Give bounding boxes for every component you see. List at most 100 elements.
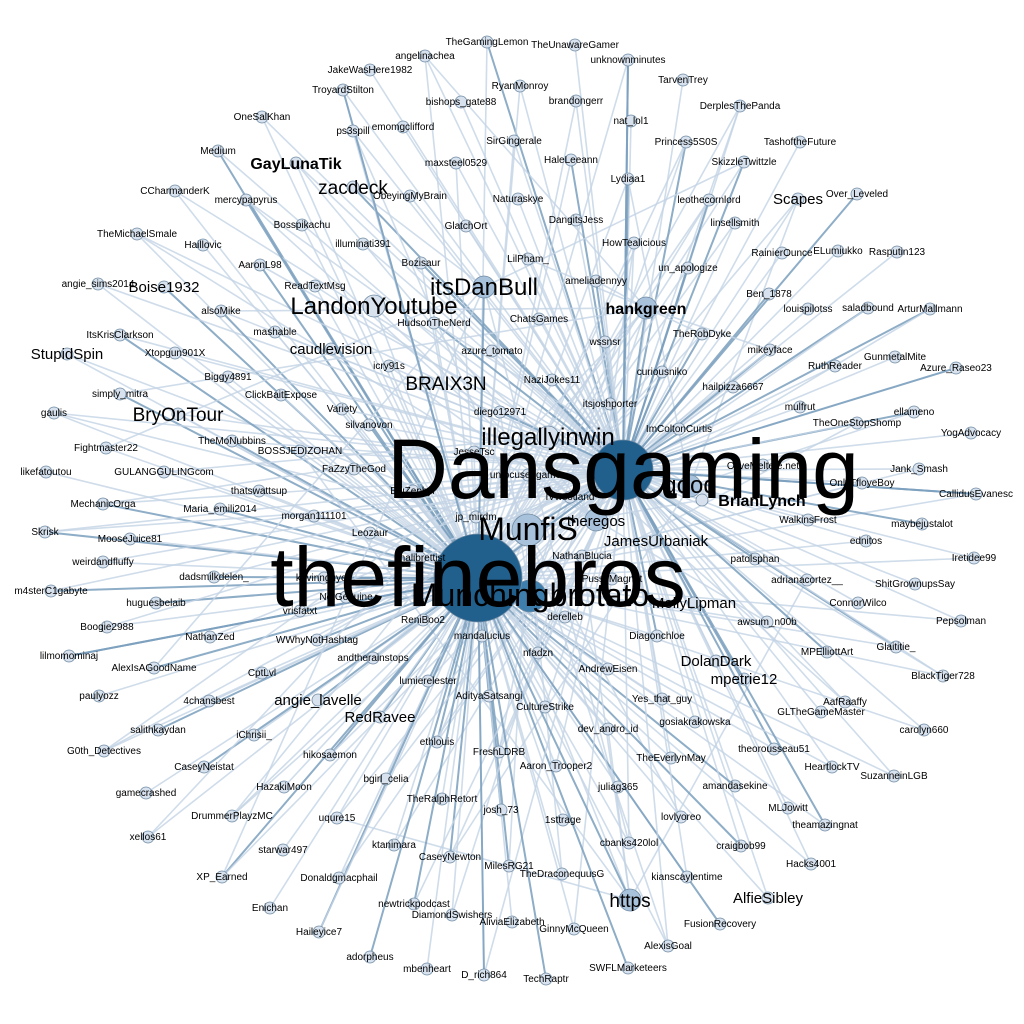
node-uqure15: [330, 811, 344, 825]
node-label-vrisfatxt: vrisfatxt: [283, 606, 318, 617]
node-label-HaleLeeann: HaleLeeann: [544, 155, 598, 166]
node-SuzanneinLGB: [887, 769, 901, 783]
node-label-louispilotss: louispilotss: [784, 304, 833, 315]
node-label-Lydiaa1: Lydiaa1: [611, 174, 646, 185]
edge-GlatchOrt-Dansgaming: [465, 225, 624, 471]
node-label-AlexIsAGoodName: AlexIsAGoodName: [111, 663, 196, 674]
node-maxsteel0529: [449, 156, 463, 170]
node-Enichan: [263, 901, 277, 915]
node-starwar497: [276, 843, 290, 857]
edge-GULANGGULINGcom-illegallyinwin: [163, 436, 549, 473]
node-label-Naturaskye: Naturaskye: [493, 194, 544, 205]
edge-Hacks4001-thefinebros: [477, 577, 812, 865]
node-JesseTsc: [467, 445, 481, 459]
node-HaleLeeann: [564, 153, 578, 167]
edge-TashoftheFuture-Dansgaming: [622, 141, 801, 471]
node-label-ClickBaitExpose: ClickBaitExpose: [245, 390, 318, 401]
node-vrisfatxt: [293, 604, 307, 618]
node-label-TroyardStilton: TroyardStilton: [312, 85, 374, 96]
node-ImColtonCurtis: [672, 422, 686, 436]
node-Leozaur: [363, 526, 377, 540]
node-label-salithkaydan: salithkaydan: [130, 725, 186, 736]
node-nat_lol1: [624, 114, 638, 128]
node-Variety: [335, 402, 349, 416]
edge-CultureStrike-Dansgaming: [544, 469, 624, 708]
edge-TroyardStilton-thefinebros: [342, 89, 479, 579]
node-label-ShitGrownupsSay: ShitGrownupsSay: [875, 579, 955, 590]
node-label-RedRavee: RedRavee: [345, 709, 416, 726]
node-jp_mirdm: [469, 510, 483, 524]
edge-louispilotss-Dansgaming: [622, 308, 809, 471]
node-Hacks4001: [804, 857, 818, 871]
node-label-wssnsr: wssnsr: [588, 337, 621, 348]
node-DerplesThePanda: [733, 99, 747, 113]
node-illuminati391: [356, 237, 370, 251]
node-label-mpetrie12: mpetrie12: [711, 671, 778, 688]
edge-AlexIsAGoodName-thefinebros: [153, 577, 479, 669]
node-label-patolsphan: patolsphan: [731, 554, 780, 565]
node-label-CptLvl: CptLvl: [248, 668, 276, 679]
node-LilPham_: [521, 252, 535, 266]
node-ps3spill: [346, 124, 360, 138]
node-label-G0th_Detectives: G0th_Detectives: [67, 746, 141, 757]
node-label-unfocusedgames: unfocusedgames: [490, 470, 566, 481]
node-label-Yes_that_guy: Yes_that_guy: [632, 694, 692, 705]
node-label-Jank_Smash: Jank_Smash: [890, 464, 948, 475]
node-label-good: good: [663, 472, 716, 499]
edge-Skrisk-good: [44, 485, 691, 533]
node-newtrickpodcast: [407, 897, 421, 911]
node-label-Iretidee99: Iretidee99: [952, 553, 997, 564]
node-Iretidee99: [967, 551, 981, 565]
node-label-josh_73: josh_73: [482, 805, 518, 816]
node-WalkinsFrost: [801, 513, 815, 527]
node-label-nfadzn: nfadzn: [523, 648, 553, 659]
node-label-ItsKrisClarkson: ItsKrisClarkson: [86, 330, 153, 341]
node-label-DerplesThePanda: DerplesThePanda: [700, 101, 781, 112]
node-Haileyice7: [312, 925, 326, 939]
edge-SirGingerale-Dansgaming: [513, 140, 624, 471]
node-hankgreen: [634, 296, 658, 320]
node-label-Haileyice7: Haileyice7: [296, 927, 343, 938]
edge-Donaldgmacphail-Dansgaming: [338, 469, 624, 879]
node-label-ConnorWilco: ConnorWilco: [829, 598, 887, 609]
node-label-Haillovic: Haillovic: [184, 240, 221, 251]
node-label-AlexisGoal: AlexisGoal: [644, 941, 692, 952]
node-label-LilPham_: LilPham_: [507, 254, 549, 265]
node-OliveMelt: [756, 458, 770, 472]
node-label-IVwsotland: IVwsotland: [546, 492, 595, 503]
node-gosiakrakowska: [688, 715, 702, 729]
node-label-YogAdvocacy: YogAdvocacy: [941, 428, 1001, 439]
node-label-CaseyNewton: CaseyNewton: [419, 852, 481, 863]
node-label-MPElliottArt: MPElliottArt: [801, 647, 853, 658]
node-label-TheEverlynMay: TheEverlynMay: [636, 753, 705, 764]
node-MPElliottArt: [820, 645, 834, 659]
node-label-hikosaemon: hikosaemon: [303, 750, 357, 761]
edge-ReadTextMsg-illegallyinwin: [314, 285, 549, 438]
node-BryOnTour: [171, 407, 185, 421]
node-GlatchOrt: [459, 219, 473, 233]
node-label-BlackTiger728: BlackTiger728: [911, 671, 975, 682]
node-huguesbelaib: [149, 596, 163, 610]
node-AlfieSibley: [761, 891, 775, 905]
edge-gaulis-MunfiS: [53, 412, 529, 531]
node-label-TheRobDyke: TheRobDyke: [673, 329, 732, 340]
node-label-azure_tomato: azure_tomato: [461, 346, 523, 357]
node-LandonYoutube: [362, 294, 386, 318]
node-label-gosiakrakowska: gosiakrakowska: [659, 717, 731, 728]
node-label-MooseJuice81: MooseJuice81: [98, 534, 163, 545]
edge-TechRaptr-thefinebros: [477, 577, 547, 980]
edge-adrianacortez-Dansgaming: [622, 469, 808, 581]
edge-https-thefinebros: [477, 577, 631, 901]
edge-lovlyoreo-thefinebros: [477, 577, 682, 818]
node-label-caudlevision: caudlevision: [290, 341, 373, 358]
node-label-ELumiukko: ELumiukko: [813, 246, 863, 257]
node-ellameno: [907, 405, 921, 419]
node-TheRalphRetort: [435, 792, 449, 806]
node-SkizzleTwittzle: [737, 155, 751, 169]
edge-alsoMike-hankgreen: [220, 307, 647, 312]
node-label-NathanZed: NathanZed: [185, 632, 234, 643]
node-label-MLJowitt: MLJowitt: [768, 803, 808, 814]
edge-MooseJuice81-Dansgaming: [129, 469, 624, 540]
node-curiousniko: [655, 365, 669, 379]
node-GunmetalMite: [888, 350, 902, 364]
